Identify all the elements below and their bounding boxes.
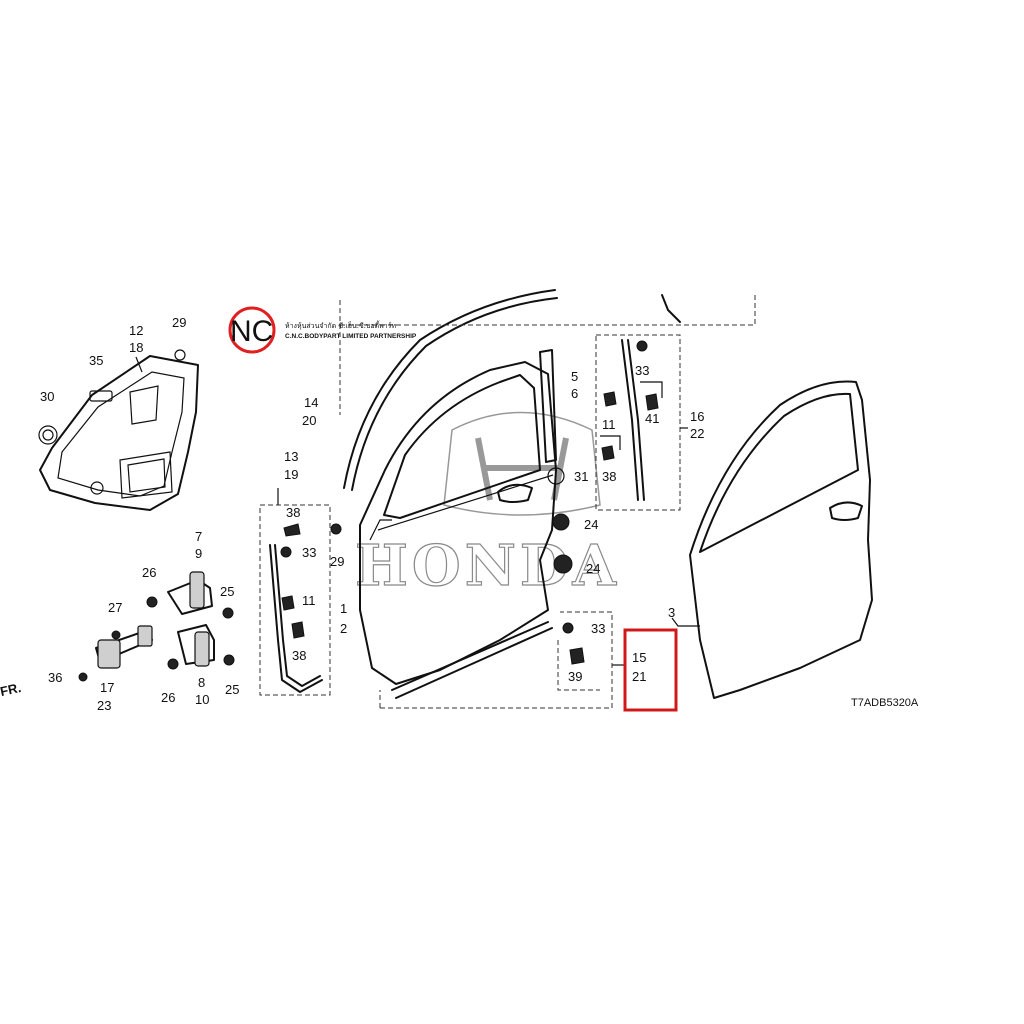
grommet-24-lower-icon (553, 554, 573, 574)
callout-20: 20 (302, 413, 316, 428)
callout-15: 15 (632, 650, 646, 665)
callout-33-center: 33 (635, 363, 649, 378)
callout-25-lower: 25 (225, 682, 239, 697)
grommet-30-icon (38, 425, 58, 445)
bolt-25-upper-icon (222, 607, 234, 619)
callout-3: 3 (668, 605, 675, 620)
upper-hinge (146, 571, 234, 619)
rear-door-handle-icon (829, 501, 863, 521)
callout-24-upper: 24 (584, 517, 598, 532)
clip-33-center-icon (636, 340, 648, 352)
clip-11-left-icon (281, 595, 295, 611)
callout-8: 8 (198, 675, 205, 690)
bolt-26-lower-icon (167, 658, 179, 670)
callout-14: 14 (304, 395, 318, 410)
callout-1: 1 (340, 601, 347, 616)
callout-10: 10 (195, 692, 209, 707)
callout-33-left: 33 (302, 545, 316, 560)
callout-25-upper: 25 (220, 584, 234, 599)
callout-38-center: 38 (602, 469, 616, 484)
bolt-36-icon (78, 672, 88, 682)
callout-18: 18 (129, 340, 143, 355)
callout-41: 41 (645, 411, 659, 426)
lower-molding-box (379, 611, 613, 709)
callout-26-upper: 26 (142, 565, 156, 580)
clip-33-left-icon (280, 546, 292, 558)
door-insulator-panel (38, 349, 199, 511)
plug-29-door-icon (330, 523, 342, 535)
sash-trim-5-6 (539, 349, 557, 463)
callout-7: 7 (195, 529, 202, 544)
callout-29-top: 29 (172, 315, 186, 330)
clip-38-upper-icon (283, 523, 301, 537)
clip-39-icon (569, 647, 585, 665)
door-skin-panel (671, 380, 873, 699)
direction-marker-fr: FR. (0, 680, 22, 699)
callout-31: 31 (574, 469, 588, 484)
diagram-code: T7ADB5320A (851, 697, 919, 709)
callout-2: 2 (340, 621, 347, 636)
callout-19: 19 (284, 467, 298, 482)
logo-letters: NC (230, 315, 273, 348)
honda-watermark: HONDA (354, 411, 620, 600)
clip-11-center-icon (603, 391, 617, 407)
callout-6: 6 (571, 386, 578, 401)
callout-35: 35 (89, 353, 103, 368)
callout-26-lower: 26 (161, 690, 175, 705)
cnc-logo: NC ห้างหุ้นส่วนจำกัด ซี.เอ็น.ซี.บอดี้พาร… (228, 306, 417, 354)
callout-36: 36 (48, 670, 62, 685)
clip-33-lower-icon (562, 622, 574, 634)
callout-30: 30 (40, 389, 54, 404)
honda-watermark-text: HONDA (355, 533, 620, 599)
callout-16: 16 (690, 409, 704, 424)
clip-38-center-icon (601, 445, 615, 461)
grommet-24-upper-icon (552, 513, 570, 531)
clip-41-icon (645, 393, 659, 411)
plug-29-icon (174, 349, 186, 361)
highlight-box (623, 628, 678, 712)
callout-29-door: 29 (330, 554, 344, 569)
callout-11-left: 11 (302, 593, 316, 608)
logo-ring-icon (228, 306, 276, 354)
pad-35-icon (89, 390, 113, 402)
bolt-26-upper-icon (146, 596, 158, 608)
callout-13: 13 (284, 449, 298, 464)
door-checker (78, 625, 153, 682)
callout-39: 39 (568, 669, 582, 684)
callout-24-lower: 24 (586, 561, 600, 576)
callout-38-box-top: 38 (286, 505, 300, 520)
callout-11-center: 11 (602, 417, 616, 432)
callout-5: 5 (571, 369, 578, 384)
center-weatherstrip-box (595, 334, 681, 511)
honda-h-emblem-icon (443, 411, 601, 516)
bolt-25-lower-icon (223, 654, 235, 666)
callout-33-lower: 33 (591, 621, 605, 636)
clip-38-left-icon (291, 621, 305, 639)
front-door-assembly (330, 349, 573, 685)
callout-9: 9 (195, 546, 202, 561)
molding-end-piece (661, 294, 681, 323)
plug-31-icon (547, 467, 565, 485)
callout-17: 17 (100, 680, 114, 695)
weatherstrip-group-box (259, 488, 331, 696)
callout-27: 27 (108, 600, 122, 615)
callout-12: 12 (129, 323, 143, 338)
lower-hinge (167, 624, 235, 670)
door-molding-14-20 (339, 289, 756, 491)
callout-23: 23 (97, 698, 111, 713)
callout-22: 22 (690, 426, 704, 441)
logo-english-name: C.N.C.BODYPART LIMITED PARTNERSHIP (285, 333, 417, 340)
front-door-handle-icon (497, 483, 533, 503)
callout-21: 21 (632, 669, 646, 684)
callout-38-left: 38 (292, 648, 306, 663)
